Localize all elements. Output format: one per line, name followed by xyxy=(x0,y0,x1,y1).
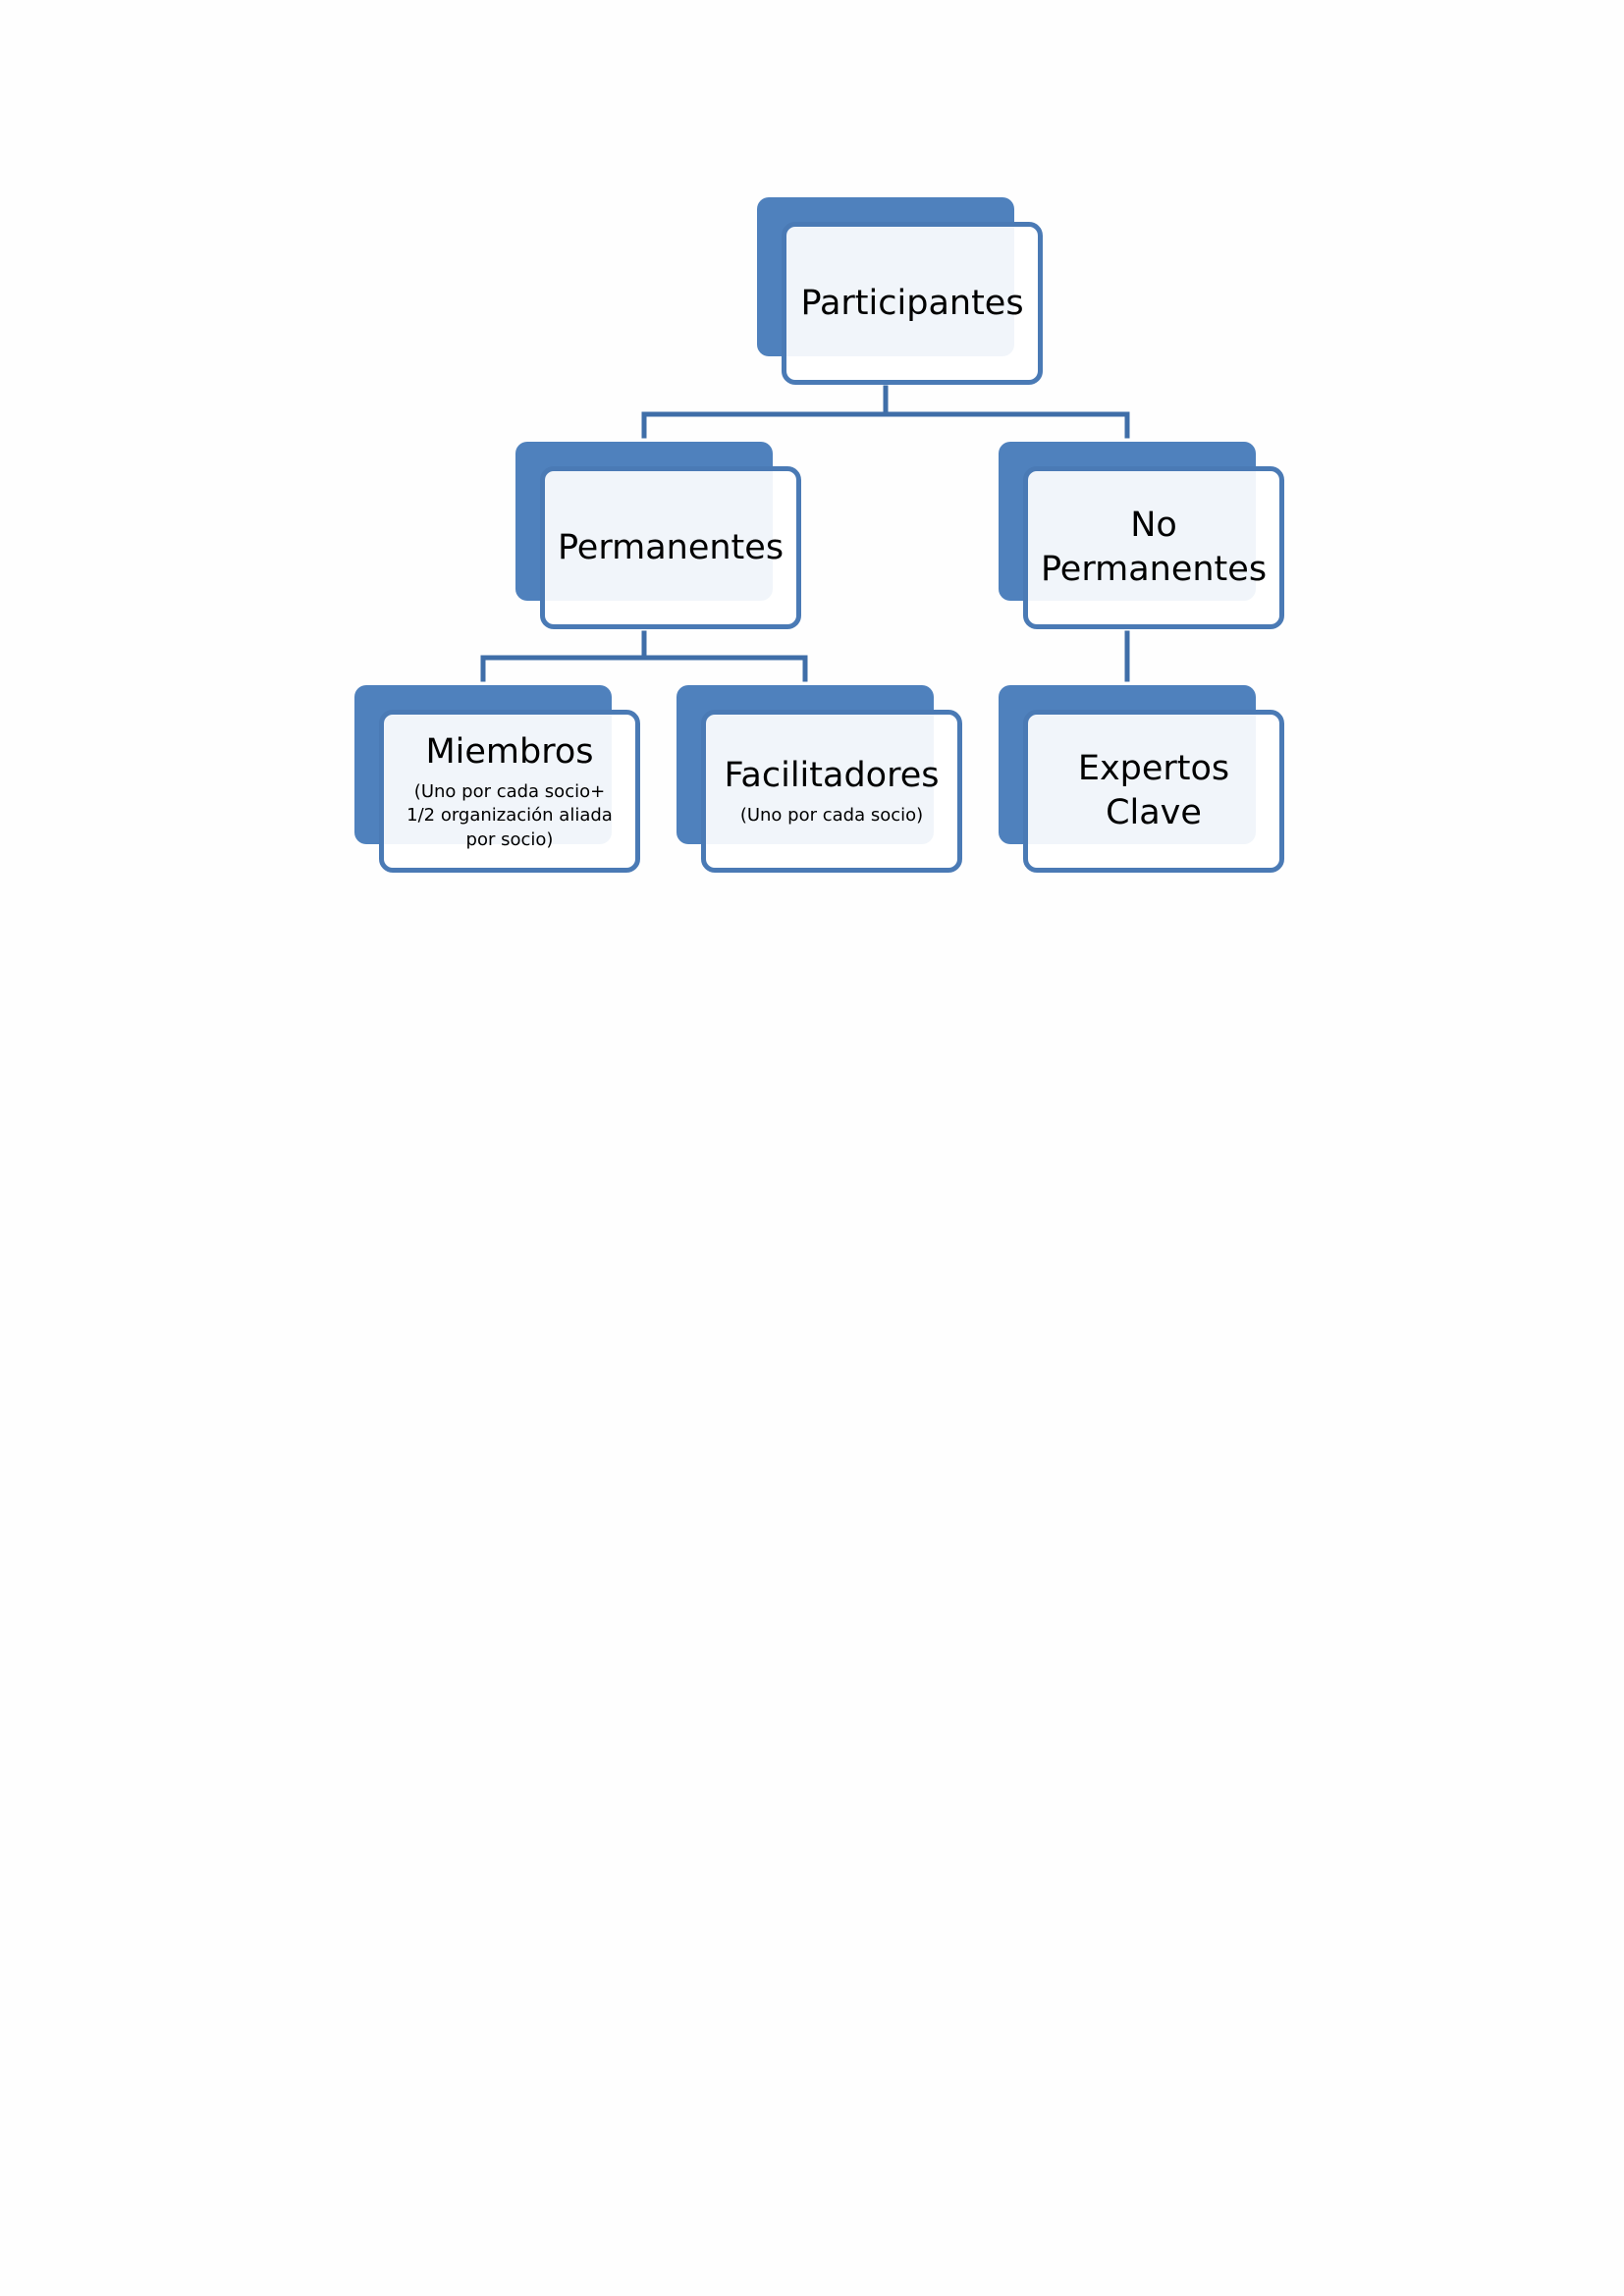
node-miembros-box: Miembros (Uno por cada socio+ 1/2 organi… xyxy=(379,710,640,873)
node-miembros-note: (Uno por cada socio+ 1/2 organización al… xyxy=(406,780,613,850)
node-permanentes-title: Permanentes xyxy=(557,527,785,567)
connector-root-to-no-permanentes xyxy=(883,411,1130,439)
node-facilitadores-title: Facilitadores xyxy=(724,756,940,796)
node-permanentes-box: Permanentes xyxy=(540,466,801,629)
node-participantes-box: Participantes xyxy=(782,222,1043,385)
node-no-permanentes-title: No Permanentes xyxy=(1040,506,1268,589)
node-participantes-title: Participantes xyxy=(800,283,1024,323)
node-facilitadores-box: Facilitadores (Uno por cada socio) xyxy=(701,710,962,873)
connector-root-to-permanentes xyxy=(641,385,889,439)
node-expertos-clave-title: Expertos Clave xyxy=(1077,749,1230,832)
connector-permanentes-to-miembros xyxy=(480,630,647,682)
connector-permanentes-to-facilitadores xyxy=(641,655,808,682)
node-expertos-clave-box: Expertos Clave xyxy=(1023,710,1284,873)
node-no-permanentes-box: No Permanentes xyxy=(1023,466,1284,629)
node-facilitadores-note: (Uno por cada socio) xyxy=(739,805,924,827)
node-miembros-title: Miembros xyxy=(425,732,594,773)
